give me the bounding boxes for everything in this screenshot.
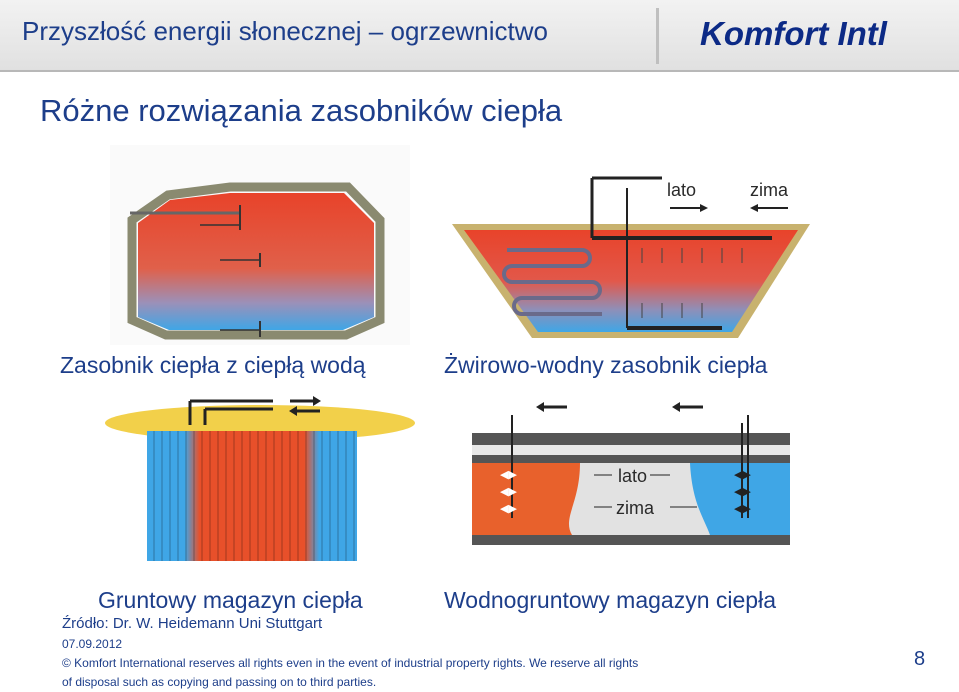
aquifer-storage-diagram: ◀▶ ◀▶ ◀▶ ◀▶ ◀▶ ◀▶ lato zima <box>472 402 790 545</box>
svg-text:◀▶: ◀▶ <box>500 502 517 515</box>
arrow-left-icon <box>672 402 680 412</box>
ground-storage-diagram <box>105 396 415 561</box>
brand-logo: Komfort Intl <box>700 15 887 52</box>
arrow-left-icon <box>289 406 297 416</box>
caption-aquifer: Wodnogruntowy magazyn ciepła <box>444 587 776 613</box>
arrow-left-icon <box>536 402 544 412</box>
slide-header <box>0 0 959 72</box>
gravel-water-storage-diagram: lato zima <box>452 176 810 338</box>
gravel-label-winter: zima <box>750 180 789 200</box>
svg-text:◀▶: ◀▶ <box>734 502 751 515</box>
arrow-left-icon <box>750 204 758 212</box>
svg-text:◀▶: ◀▶ <box>734 468 751 481</box>
svg-text:◀▶: ◀▶ <box>734 485 751 498</box>
page-number: 8 <box>914 648 926 670</box>
aquifer-label-summer: lato <box>618 466 647 486</box>
svg-text:◀▶: ◀▶ <box>500 485 517 498</box>
source-note: Źródło: Dr. W. Heidemann Uni Stuttgart <box>62 615 323 632</box>
aquifer-label-winter: zima <box>616 498 655 518</box>
slide-title: Różne rozwiązania zasobników ciepła <box>40 93 563 128</box>
caption-water-tank: Zasobnik ciepła z ciepłą wodą <box>60 352 366 378</box>
header-divider <box>0 70 959 72</box>
hot-water-tank-diagram <box>110 145 410 345</box>
arrow-right-icon <box>700 204 708 212</box>
caption-gravel-water: Żwirowo-wodny zasobnik ciepła <box>444 352 768 378</box>
arrow-right-icon <box>313 396 321 406</box>
caption-ground: Gruntowy magazyn ciepła <box>98 587 363 613</box>
slide-date: 07.09.2012 <box>62 637 123 651</box>
gravel-label-summer: lato <box>667 180 696 200</box>
header-separator <box>656 8 659 64</box>
copyright-notice: © Komfort International reserves all rig… <box>62 656 639 689</box>
svg-text:◀▶: ◀▶ <box>500 468 517 481</box>
header-title: Przyszłość energii słonecznej – ogrzewni… <box>22 16 549 46</box>
